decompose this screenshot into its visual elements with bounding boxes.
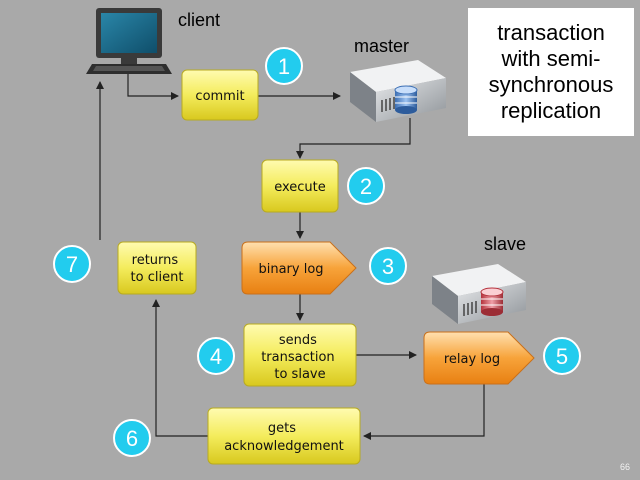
step-badge-6: 6 <box>113 419 151 457</box>
returns-text-line1: returns <box>132 253 179 268</box>
returns-text-line2: to client <box>131 270 184 285</box>
page-number: 66 <box>619 462 630 472</box>
step-badge-2: 2 <box>347 167 385 205</box>
binary-log-box: binary log <box>241 241 357 295</box>
svg-text:binary log: binary log <box>258 262 323 277</box>
svg-text:7: 7 <box>66 252 78 277</box>
step-badge-4: 4 <box>197 337 235 375</box>
binary-log-text: binary log <box>258 262 323 277</box>
title-line-4: replication <box>500 98 602 123</box>
sends-text-line1: sends <box>279 333 317 348</box>
step-badge-3: 3 <box>369 247 407 285</box>
sends-text-line2: transaction <box>261 350 334 365</box>
sends-text-line3: to slave <box>274 367 325 382</box>
computer-monitor-icon <box>86 8 172 74</box>
arrow-relay-to-ack <box>363 384 485 440</box>
arrow-client-to-commit <box>127 74 179 100</box>
svg-text:1: 1 <box>278 54 290 79</box>
ack-text-line1: gets <box>268 421 296 436</box>
svg-text:returns to client: returns to client <box>131 253 184 285</box>
svg-text:3: 3 <box>382 254 394 279</box>
commit-box: commit <box>181 69 259 121</box>
execute-box: execute <box>261 159 339 213</box>
step-badge-5: 5 <box>543 337 581 375</box>
title-line-3: synchronous <box>488 72 614 97</box>
svg-text:relay log: relay log <box>444 352 500 367</box>
master-label: master <box>354 36 409 56</box>
title-line-1: transaction <box>497 20 605 45</box>
slave-label: slave <box>484 234 526 254</box>
svg-text:5: 5 <box>556 344 568 369</box>
commit-text: commit <box>195 89 244 104</box>
arrow-master-to-execute <box>296 118 411 159</box>
svg-text:gets acknowledgement: gets acknowledgement <box>224 421 344 454</box>
returns-to-client-box: returns to client <box>117 241 197 295</box>
relay-log-text: relay log <box>444 352 500 367</box>
client-label: client <box>178 10 220 30</box>
svg-text:2: 2 <box>360 174 372 199</box>
relay-log-box: relay log <box>423 331 535 385</box>
step-badge-7: 7 <box>53 245 91 283</box>
title-line-2: with semi- <box>501 46 601 71</box>
sends-transaction-box: sends transaction to slave <box>243 323 357 387</box>
svg-text:sends transaction: sends transaction to slave <box>261 333 339 382</box>
svg-text:execute: execute <box>274 180 326 195</box>
gets-acknowledgement-box: gets acknowledgement <box>207 407 361 465</box>
ack-text-line2: acknowledgement <box>224 439 344 454</box>
database-server-icon-red <box>432 264 526 324</box>
arrow-ack-to-returns <box>152 299 208 437</box>
svg-text:commit: commit <box>195 89 244 104</box>
slide-title-box: transaction with semi- synchronous repli… <box>468 8 634 136</box>
step-badge-1: 1 <box>265 47 303 85</box>
flow-arrows <box>96 74 485 440</box>
database-server-icon-blue <box>350 60 446 122</box>
svg-text:4: 4 <box>210 344 222 369</box>
svg-text:6: 6 <box>126 426 138 451</box>
execute-text: execute <box>274 180 326 195</box>
